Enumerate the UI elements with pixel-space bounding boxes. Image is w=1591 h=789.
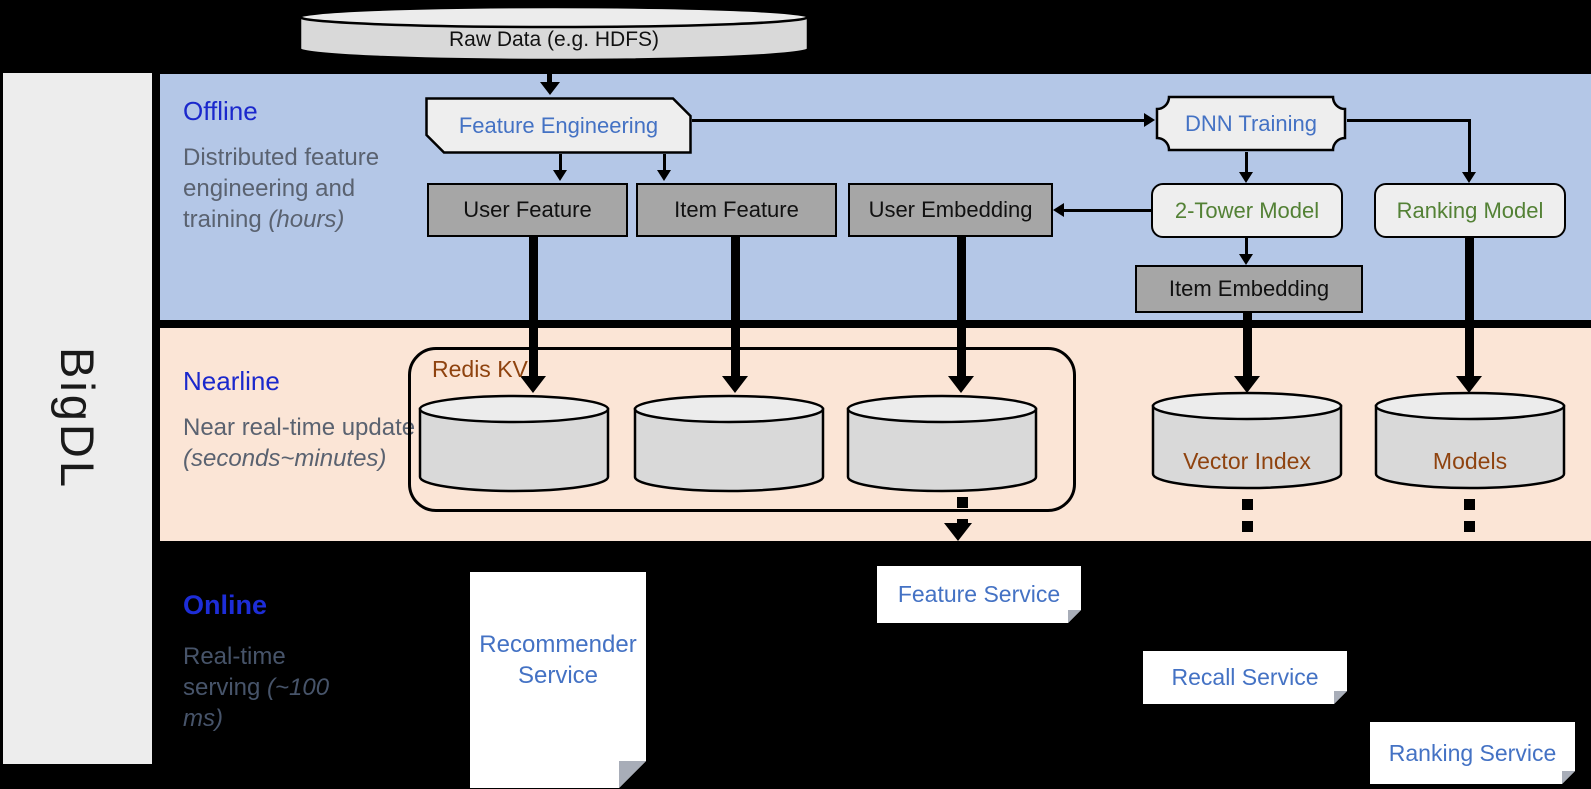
arrow-itemembedding-to-vectorindex-line (1243, 313, 1252, 376)
arrow-twotower-to-userembedding-head (1053, 203, 1064, 217)
arrow-dnn-to-rankingmodel-hline (1347, 119, 1471, 122)
arrow-fe-to-dnn-line (692, 119, 1148, 122)
dnn-training-label: DNN Training (1184, 110, 1318, 136)
user-embedding-label: User Embedding (868, 197, 1033, 222)
item-embedding-node: Item Embedding (1135, 265, 1363, 313)
arrow-fe-to-itemfeature-head (657, 170, 671, 181)
redis-shard-cylinder-2 (633, 393, 825, 498)
feature-engineering-label: Feature Engineering (458, 112, 659, 138)
recommender-service-doc: Recommender Service (470, 572, 646, 788)
online-desc-note: (~100 ms) (183, 674, 330, 732)
models-label: Models (1432, 448, 1508, 474)
online-band-desc: Real-time serving (~100 ms) (183, 641, 358, 734)
online-band (160, 541, 1591, 789)
online-desc-text: Real-time serving (183, 643, 286, 701)
cylinder-shape (846, 394, 1038, 493)
redis-kv-label: Redis KV (432, 356, 528, 382)
arrow-userembedding-to-redis-head (948, 376, 974, 393)
feature-engineering-node: Feature Engineering (425, 97, 692, 154)
ranking-service-label: Ranking Service (1388, 739, 1557, 766)
arrow-userfeature-to-redis-line (529, 237, 538, 376)
arrow-userfeature-to-redis-head (520, 376, 546, 393)
arrow-dnn-to-twotower-head (1239, 172, 1253, 183)
arrow-twotower-to-userembedding-line (1064, 209, 1151, 212)
ranking-model-label: Ranking Model (1396, 197, 1544, 223)
arrow-dnn-to-rankingmodel-head (1462, 172, 1476, 183)
redis-kv-container (408, 347, 1076, 512)
arrow-fe-to-userfeature-head (553, 170, 567, 181)
bigdl-label: BigDL (51, 346, 104, 490)
item-embedding-label: Item Embedding (1168, 276, 1330, 301)
feature-service-node: Feature Service (877, 566, 1081, 623)
models-cylinder: Models (1374, 390, 1566, 495)
nearline-desc-text: Near real-time update (183, 414, 416, 441)
arrow-rawdata-to-fe-head (540, 82, 560, 95)
snip-corner-shape (425, 97, 692, 154)
nearline-band-desc: Near real-time update (seconds~minutes) (183, 412, 433, 474)
arrow-rankingmodel-to-models-line (1465, 238, 1474, 376)
arrow-itemfeature-to-redis-line (731, 237, 740, 376)
bigdl-sidebar: BigDL (3, 73, 152, 764)
dashed-models-to-rankingservice-line (1464, 499, 1475, 534)
arrow-fe-to-userfeature-line (559, 154, 562, 171)
cylinder-shape (418, 394, 610, 493)
arrow-itemembedding-to-vectorindex-head (1234, 376, 1260, 393)
ranking-service-node: Ranking Service (1370, 722, 1575, 784)
raw-data-label: Raw Data (e.g. HDFS) (448, 28, 660, 51)
two-tower-model-node: 2-Tower Model (1151, 183, 1343, 238)
redis-shard-cylinder-3 (846, 393, 1038, 498)
vector-index-label: Vector Index (1183, 448, 1311, 474)
bracket-shape (1155, 95, 1347, 152)
arrow-rawdata-to-fe-line (547, 62, 552, 83)
user-feature-label: User Feature (463, 197, 592, 222)
cylinder-shape (298, 5, 810, 62)
arrow-rankingmodel-to-models-head (1456, 376, 1482, 393)
user-feature-node: User Feature (427, 183, 628, 237)
dashed-redis-to-featureservice-head (944, 523, 972, 541)
offline-band-desc: Distributed feature engineering and trai… (183, 142, 401, 235)
item-feature-node: Item Feature (636, 183, 837, 237)
offline-desc-text: Distributed feature engineering and trai… (183, 144, 380, 233)
cylinder-shape (1151, 391, 1343, 490)
arrow-fe-to-dnn-head (1144, 113, 1155, 127)
raw-data-cylinder: Raw Data (e.g. HDFS) (298, 4, 810, 64)
offline-band-label: Offline (183, 96, 258, 126)
vector-index-cylinder: Vector Index (1151, 390, 1343, 495)
arrow-itemfeature-to-redis-head (722, 376, 748, 393)
user-embedding-node: User Embedding (848, 183, 1053, 237)
feature-service-label: Feature Service (897, 581, 1061, 607)
redis-shard-cylinder-1 (418, 393, 610, 498)
offline-desc-note: (hours) (268, 206, 345, 233)
arrow-userembedding-to-redis-line (957, 237, 966, 376)
nearline-band-label: Nearline (183, 366, 280, 396)
arrow-twotower-to-itemembedding-line (1245, 238, 1248, 255)
nearline-desc-note: (seconds~minutes) (183, 445, 387, 472)
arrow-twotower-to-itemembedding-head (1239, 254, 1253, 265)
dashed-redis-to-featureservice-line (957, 497, 968, 523)
two-tower-model-label: 2-Tower Model (1174, 197, 1320, 223)
arrow-fe-to-itemfeature-line (663, 154, 666, 171)
arrow-dnn-to-twotower-line (1245, 152, 1248, 173)
recommender-service-label: Recommender Service (479, 631, 637, 689)
item-feature-label: Item Feature (674, 197, 799, 222)
dnn-training-node: DNN Training (1155, 95, 1347, 152)
recall-service-node: Recall Service (1143, 651, 1347, 704)
arrow-dnn-to-rankingmodel-vline (1468, 119, 1471, 173)
recall-service-label: Recall Service (1171, 664, 1319, 690)
cylinder-shape (1374, 391, 1566, 490)
dashed-vectorindex-to-recallservice-line (1242, 499, 1253, 534)
online-band-label: Online (183, 590, 268, 620)
cylinder-shape (633, 394, 825, 493)
ranking-model-node: Ranking Model (1374, 183, 1566, 238)
